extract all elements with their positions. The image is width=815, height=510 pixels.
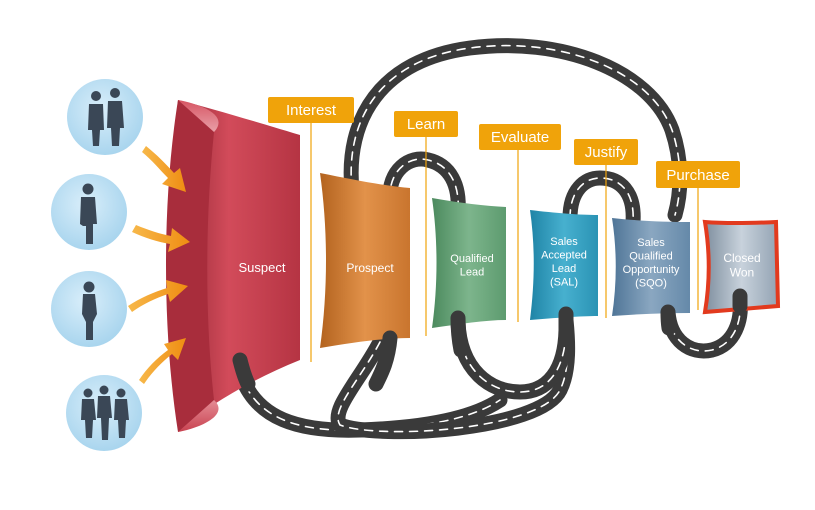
tag-justify-label: Justify	[585, 144, 628, 161]
stage-label-line: Qualified	[450, 253, 493, 265]
circle-business-pair	[67, 79, 143, 155]
stage-label-line: Closed	[723, 251, 760, 265]
tag-learn-label: Learn	[407, 116, 445, 133]
entry-arrows	[128, 146, 190, 384]
person-icon	[80, 183, 97, 244]
circle-single-man	[51, 174, 127, 250]
group-icon	[81, 385, 129, 440]
stage-label-line: Sales	[637, 237, 665, 249]
arrow-icon	[128, 280, 188, 312]
stage-label-line: Qualified	[629, 250, 672, 262]
arrow-icon	[142, 146, 186, 192]
stage-label-line: (SAL)	[550, 276, 578, 288]
tag-purchase: Purchase	[656, 161, 740, 188]
stage-label-line: Suspect	[239, 260, 286, 275]
stage-label-line: Sales	[550, 236, 578, 248]
arrow-icon	[139, 338, 186, 384]
stage-suspect-label: Suspect	[239, 260, 286, 275]
arrow-icon	[132, 225, 190, 252]
stage-prospect: Prospect	[320, 173, 410, 348]
stage-label-line: Lead	[460, 266, 484, 278]
stage-label-line: Accepted	[541, 249, 587, 261]
stage-suspect: Suspect	[166, 100, 300, 432]
phase-tags: Interest Learn Evaluate Justify Purchase	[268, 97, 740, 188]
circle-group	[66, 375, 142, 451]
stage-label-line: Won	[730, 266, 754, 280]
tag-justify: Justify	[574, 139, 638, 165]
tag-interest: Interest	[268, 97, 354, 123]
stage-label-line: (SQO)	[635, 277, 667, 289]
tag-evaluate-label: Evaluate	[491, 129, 549, 146]
people-circles	[51, 79, 143, 451]
two-people-icon	[88, 88, 124, 146]
road-front-segments	[232, 288, 748, 392]
stage-label-line: Lead	[552, 263, 576, 275]
tag-purchase-label: Purchase	[666, 167, 729, 184]
road-qualified-loop	[450, 314, 574, 400]
stage-label-line: Opportunity	[623, 264, 680, 276]
tag-learn: Learn	[394, 111, 458, 137]
circle-single-woman	[51, 271, 127, 347]
tag-evaluate: Evaluate	[479, 124, 561, 150]
person-icon	[82, 281, 97, 340]
stage-prospect-label: Prospect	[346, 261, 394, 275]
tag-interest-label: Interest	[286, 102, 337, 119]
stage-label-line: Prospect	[346, 261, 394, 275]
tag-leader-lines	[310, 123, 699, 362]
